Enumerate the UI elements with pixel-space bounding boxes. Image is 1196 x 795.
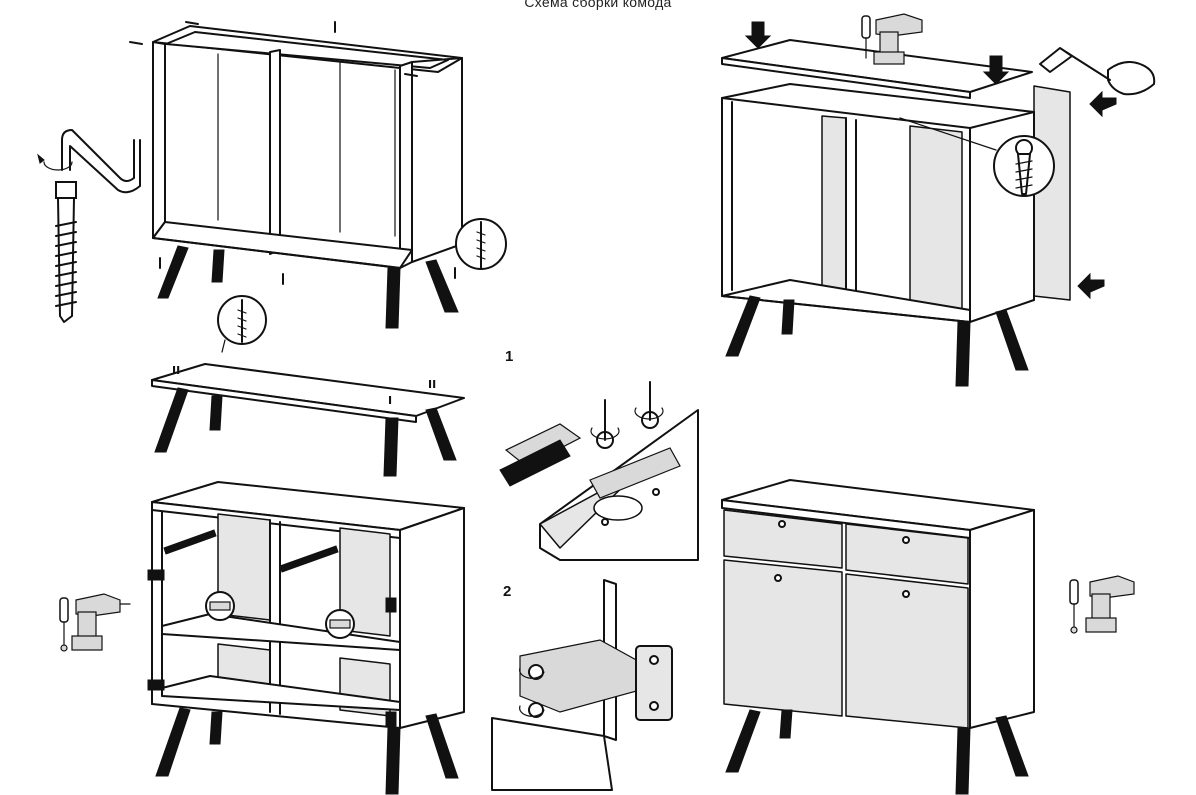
step-label-1: 1 <box>505 348 514 365</box>
finished-dresser-figure <box>721 479 1035 795</box>
drill-icon <box>1085 575 1135 633</box>
mark-roman-one: I <box>388 394 392 407</box>
drill-icon <box>71 593 131 651</box>
hinge-attach-figure <box>491 579 673 791</box>
mark-roman-two-left: II <box>172 364 180 377</box>
hinge-install-figure <box>499 381 699 561</box>
arrow-icon <box>982 55 1010 85</box>
diagram-title: Схема сборки комода <box>524 0 672 10</box>
hex-key-icon <box>37 129 141 194</box>
step-label-2: 2 <box>503 583 512 600</box>
arrow-icon <box>744 21 772 49</box>
hammer-icon <box>1039 47 1156 96</box>
drill-icon <box>873 13 923 65</box>
arrow-icon <box>1089 90 1117 118</box>
plinth-figure: II II I <box>151 295 465 477</box>
screwdriver-icon <box>861 15 871 59</box>
screwdriver-icon <box>1069 579 1079 634</box>
carcass-frame-figure <box>129 21 507 329</box>
cabinet-shelves-figure <box>147 481 465 795</box>
screwdriver-icon <box>59 597 69 652</box>
top-and-back-figure <box>721 21 1117 387</box>
arrow-icon <box>1077 272 1105 300</box>
mark-roman-two-right: II <box>428 378 436 391</box>
confirmat-screw-icon <box>55 181 77 323</box>
